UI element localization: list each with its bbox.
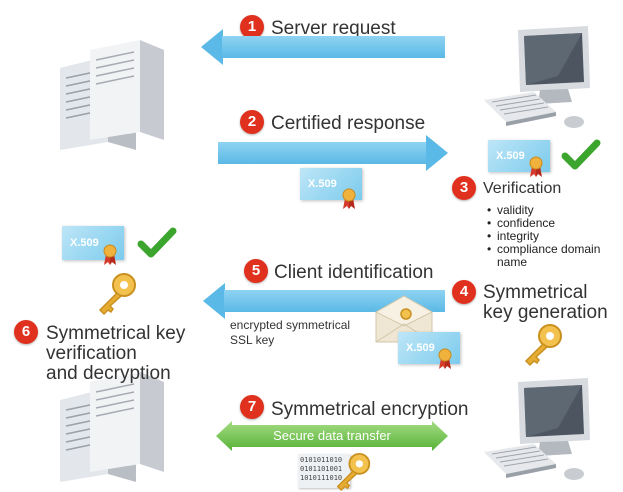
verification-item: integrity (487, 230, 623, 244)
computer-bottom-icon (484, 378, 590, 480)
certificate-seal-icon (342, 188, 356, 209)
step-5-title: Client identification (274, 262, 434, 283)
step-3-badge: 3 (452, 176, 476, 200)
encrypted-key-note-line2: SSL key (230, 333, 275, 347)
step-6-badge: 6 (14, 320, 38, 344)
step-4-title-line2: key generation (483, 302, 608, 323)
encrypted-key-note-line1: encrypted symmetrical (230, 318, 351, 332)
binary-line: 0101011010 (300, 456, 343, 464)
step-5-badge: 5 (244, 259, 268, 283)
step-2-badge: 2 (240, 110, 264, 134)
step-1-badge: 1 (240, 15, 264, 39)
certificate-seal-icon (103, 244, 117, 265)
secure-transfer-arrow (216, 421, 448, 451)
step-1-arrow-head (201, 29, 223, 65)
binary-data-icon: 0101011010 0101101001 1010111010 (298, 454, 350, 488)
key-icon (336, 453, 371, 492)
verification-item: compliance domain name (487, 243, 623, 269)
step-4-title-line1: Symmetrical (483, 282, 588, 303)
certificate-label: X.509 (308, 178, 337, 190)
step-6-title-line2: verification (46, 343, 137, 364)
computer-top-icon (484, 26, 590, 128)
step-2-title: Certified response (271, 113, 426, 134)
verification-criteria-list: validity confidence integrity compliance… (485, 204, 623, 269)
certificate-seal-icon (438, 348, 452, 369)
step-2-arrow-head (426, 135, 448, 171)
secure-transfer-label: Secure data transfer (273, 428, 391, 443)
step-7-title: Symmetrical encryption (271, 399, 469, 420)
binary-line: 0101101001 (300, 465, 343, 473)
certificate-seal-icon (529, 156, 543, 177)
server-top-icon (60, 40, 164, 150)
binary-line: 1010111010 (300, 474, 343, 482)
verification-item: confidence (487, 217, 623, 231)
certificate-label: X.509 (70, 237, 99, 249)
step-7-badge: 7 (240, 395, 264, 419)
certificate-label: X.509 (406, 342, 435, 354)
server-bottom-icon (60, 372, 164, 482)
checkmark-icon (561, 139, 601, 170)
certificate-label: X.509 (496, 150, 525, 162)
key-icon (524, 324, 562, 367)
step-1-arrow (222, 36, 445, 58)
step-3-title: Verification (483, 180, 562, 197)
step-4-badge: 4 (452, 280, 476, 304)
step-5-arrow-head (203, 283, 225, 319)
step-6-title-line3: and decryption (46, 363, 171, 384)
step-6-title-line1: Symmetrical key (46, 323, 186, 344)
checkmark-icon (137, 227, 177, 258)
step-2-arrow (218, 142, 426, 164)
step-1-title: Server request (271, 18, 396, 39)
key-icon (98, 273, 136, 316)
verification-item: validity (487, 204, 623, 218)
